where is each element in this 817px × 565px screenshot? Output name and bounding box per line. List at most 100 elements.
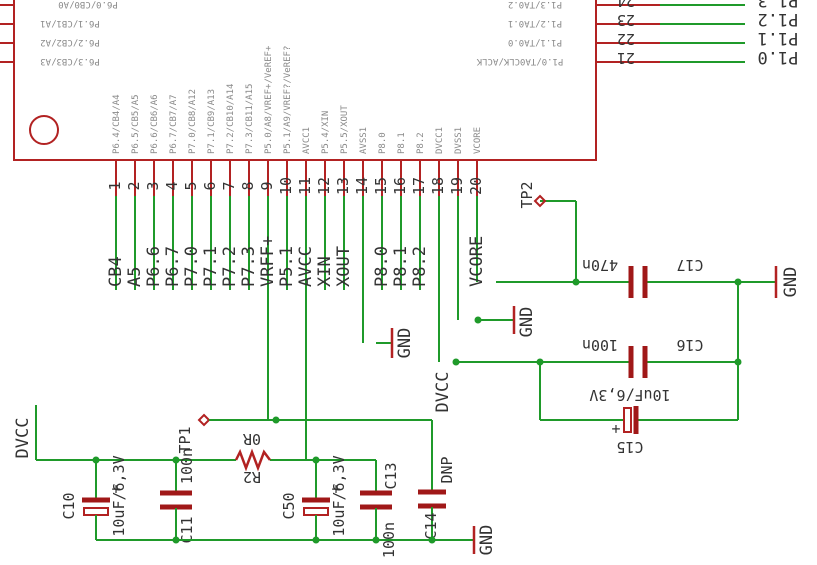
pin1-marker	[29, 115, 59, 145]
tp1-marker	[197, 413, 211, 427]
gnd-label: GND	[395, 328, 415, 359]
c14-value: DNP	[438, 456, 456, 483]
gnd-label: GND	[477, 525, 497, 556]
c15-label: C15	[616, 438, 643, 456]
pin-number: 1	[106, 181, 124, 190]
pin-label: P6.4/CB4/A4	[112, 94, 122, 154]
pin-label: P8.0	[378, 132, 388, 154]
pin-label: P5.4/XIN	[321, 111, 331, 154]
c10-plus: +	[111, 480, 120, 498]
vcore-network: TP2 C17 470n GND GND C16 100n + C15 10uF…	[452, 181, 801, 456]
c10-value: 10uF/6,3V	[110, 455, 128, 536]
pin-net-label: A5	[125, 267, 145, 287]
gnd-label: GND	[517, 307, 537, 338]
pin-label: VCORE	[473, 127, 483, 154]
pin-label: P8.2	[416, 132, 426, 154]
c11-value: 100n	[178, 448, 196, 484]
pin-net-label: VCORE	[467, 236, 487, 287]
pin-net-label: P6.7	[163, 246, 183, 287]
right-pin-number: 24	[617, 0, 635, 10]
pin-number: 5	[182, 181, 200, 190]
pin-number: 13	[334, 177, 352, 195]
right-pin-label: P1.3/TA0.2	[508, 0, 562, 9]
left-pin-labels: P6.0/CB0/A0 P6.1/CB1/A1 P6.2/CB2/A2 P6.3…	[40, 0, 118, 66]
pin-label: DVSS1	[454, 127, 464, 154]
gnd-label: GND	[781, 267, 801, 298]
c50-plus: +	[331, 480, 340, 498]
r2-resistor	[234, 448, 271, 472]
avcc-network: DVCC R2 0R TP1 + C10 10uF/6,3V C11 100n …	[13, 405, 497, 558]
pin-label: DVCC1	[435, 127, 445, 154]
pin-net-label: P5.1	[277, 246, 297, 287]
pin-net-label: AVCC	[296, 246, 316, 287]
right-pin-number: 23	[617, 11, 635, 29]
c15-body	[623, 407, 632, 433]
right-net-label: P1.2	[758, 9, 799, 29]
pin-label: P6.6/CB6/A6	[150, 94, 160, 154]
tp2-marker	[533, 194, 547, 208]
pin-net-label: P7.3	[239, 246, 259, 287]
pin-number: 3	[144, 181, 162, 190]
avss-gnd: GND	[376, 328, 415, 359]
pin-label: P7.3/CB11/A15	[245, 84, 255, 154]
dvcc-net-label: DVCC	[433, 372, 453, 413]
pin-label: P7.2/CB10/A14	[226, 84, 236, 154]
pin-number: 20	[467, 177, 485, 195]
pin-number: 10	[277, 177, 295, 195]
left-pin-label: P6.3/CB3/A3	[40, 56, 100, 66]
dvcc-input-label: DVCC	[13, 418, 33, 459]
c17-value: 470n	[582, 256, 618, 274]
pin-number: 4	[163, 181, 181, 190]
right-net-label: P1.3	[758, 0, 799, 10]
pin-net-label: P7.0	[182, 246, 202, 287]
pin-number: 2	[125, 181, 143, 190]
c15-value: 10uF/6,3V	[589, 386, 670, 404]
pin-number: 16	[391, 177, 409, 195]
c50-label: C50	[280, 492, 298, 519]
pin-label: P5.5/XOUT	[340, 105, 350, 154]
left-pin-label: P6.2/CB2/A2	[40, 37, 100, 47]
left-pin-label: P6.0/CB0/A0	[58, 0, 118, 9]
c11-label: C11	[178, 516, 196, 543]
right-pin-label: P1.1/TA0.0	[508, 37, 562, 47]
pin-number: 14	[353, 177, 371, 195]
c50-body	[303, 507, 329, 516]
pin-number: 11	[296, 177, 314, 195]
right-pin-label: P1.2/TA0.1	[508, 18, 562, 28]
pin-label: P8.1	[397, 132, 407, 154]
pin-label: P5.1/A9/VREF?/VeREF?	[283, 46, 293, 154]
c10-label: C10	[60, 492, 78, 519]
pin-net-label: P8.0	[372, 246, 392, 287]
pin-number: 19	[448, 177, 466, 195]
pin-net-label: P7.2	[220, 246, 240, 287]
tp2-label: TP2	[518, 181, 536, 208]
r2-value: 0R	[242, 430, 261, 448]
c16-label: C16	[676, 336, 703, 354]
pin-number: 7	[220, 181, 238, 190]
bottom-pins: 1P6.4/CB4/A4CB42P6.5/CB5/A5A53P6.6/CB6/A…	[106, 45, 487, 460]
left-pin-label: P6.1/CB1/A1	[40, 18, 100, 28]
pin-label: P7.1/CB9/A13	[207, 89, 217, 154]
c50-value: 10uF/6,3V	[330, 455, 348, 536]
pin-net-label: VRFF+	[258, 236, 278, 287]
right-pin-number: 21	[617, 49, 635, 67]
r2-label: R2	[243, 468, 261, 486]
tp1-label: TP1	[176, 426, 194, 453]
pin-net-label: P8.2	[410, 246, 430, 287]
pin-number: 15	[372, 177, 390, 195]
pin-number: 17	[410, 177, 428, 195]
pin-label: AVCC1	[302, 127, 312, 154]
right-pin-label: P1.0/TA0CLK/ACLK	[476, 56, 563, 66]
pin-label: AVSS1	[359, 127, 369, 154]
pin-number: 12	[315, 177, 333, 195]
pin-net-label: XIN	[315, 256, 335, 287]
c14-label: C14	[422, 512, 440, 539]
pin-number: 9	[258, 181, 276, 190]
pin-number: 18	[429, 177, 447, 195]
c16-value: 100n	[582, 336, 618, 354]
c17-label: C17	[676, 256, 703, 274]
right-net-label: P1.1	[758, 28, 799, 48]
right-pin-number: 22	[617, 30, 635, 48]
pin-number: 6	[201, 181, 219, 190]
